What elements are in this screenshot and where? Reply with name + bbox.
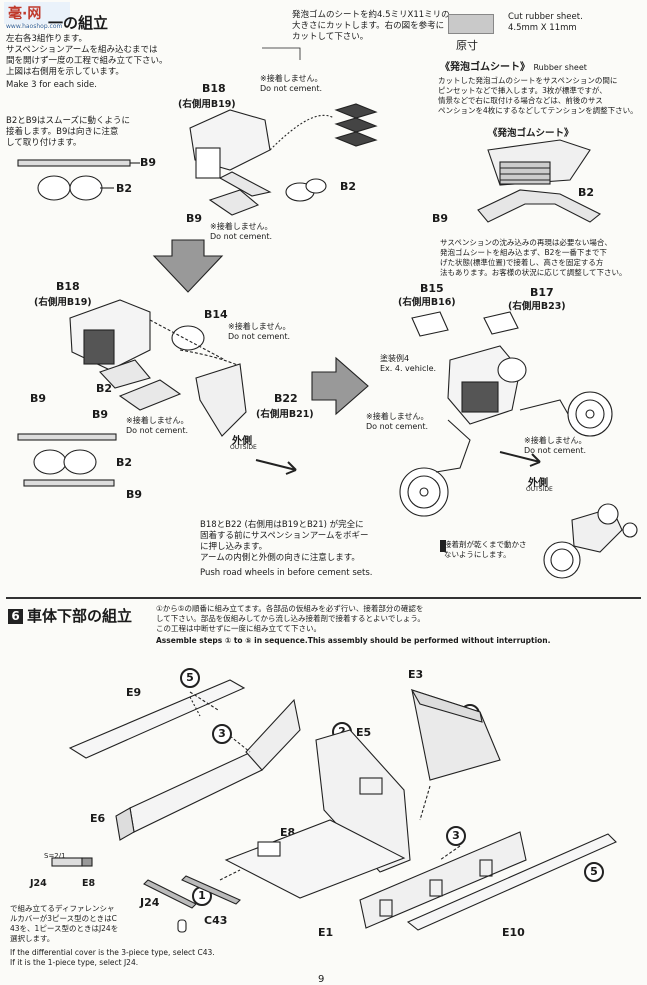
page-number: 9 (318, 974, 325, 985)
step-circle-3b: 3 (446, 826, 466, 846)
label-B18-mid: B18 (56, 280, 80, 293)
label-B16: (右側用B16) (398, 297, 456, 308)
section5-intro-en: Make 3 for each side. (6, 80, 97, 90)
label-B14: B14 (204, 308, 228, 321)
label-B21: (右側用B21) (256, 409, 314, 420)
outside-label-2: 外側 (528, 478, 548, 489)
outside-label-1-en: OUTSIDE (230, 444, 257, 451)
label-E8-small: E8 (82, 878, 96, 889)
section-divider (6, 597, 641, 599)
no-cement-note-2: ※接着しません。Do not cement. (210, 222, 273, 241)
label-B17: B17 (530, 286, 554, 299)
section6-steps-en: Assemble steps ① to ⑤ in sequence.This a… (156, 636, 551, 645)
scale-ratio: S=2/1 (44, 852, 66, 860)
no-cement-note-1: ※接着しません。Do not cement. (260, 74, 323, 93)
label-E9: E9 (126, 686, 142, 699)
label-B23: (右側用B23) (508, 301, 566, 312)
label-B2-a: B2 (116, 182, 133, 195)
watermark-url: www.haoshop.com (6, 23, 63, 30)
label-B2-c: B2 (578, 186, 595, 199)
label-J24-small: J24 (30, 878, 47, 889)
label-E5: E5 (356, 726, 372, 739)
label-B19-mid: (右側用B19) (34, 297, 92, 308)
label-B9-c: B9 (432, 212, 449, 225)
label-B9-e: B9 (92, 408, 109, 421)
label-B9-d: B9 (30, 392, 47, 405)
label-E6: E6 (90, 812, 106, 825)
label-B2-b: B2 (340, 180, 357, 193)
b2b9-note: B2とB9はスムーズに動くように 接着します。B9は向きに注意 して取り付けます… (6, 116, 131, 148)
outside-label-2-en: OUTSIDE (526, 486, 553, 493)
pushfit-note-en: Push road wheels in before cement sets. (200, 568, 373, 578)
watermark-logo-graphic (4, 2, 70, 24)
label-B9-a: B9 (140, 156, 157, 169)
foam-heading: 《発泡ゴムシート》 Rubber sheet (440, 62, 587, 73)
label-B9-b: B9 (186, 212, 203, 225)
foam-heading-2: 《発泡ゴムシート》 (488, 128, 574, 139)
step-circle-5a: 5 (180, 668, 200, 688)
outside-label-1: 外側 (232, 436, 252, 447)
no-cement-note-6: ※接着しません。Do not cement. (524, 436, 587, 455)
dry-note: 接着剤が乾くまで動かさ ないようにします。 (444, 540, 527, 559)
watermark-brand: 毫·网 (8, 6, 42, 22)
section5-intro: 左右各3組作ります。 サスペンションアームを組み込むまでは 間を開けず一度の工程… (6, 34, 168, 77)
label-B22: B22 (274, 392, 298, 405)
label-B2-e: B2 (116, 456, 133, 469)
label-E10: E10 (502, 926, 525, 939)
pushfit-note: B18とB22 (右側用はB19とB21) が完全に 固着する前にサスペンション… (200, 520, 369, 563)
label-B19-top: (右側用B19) (178, 99, 236, 110)
no-cement-note-5: ※接着しません。Do not cement. (366, 412, 429, 431)
label-B2-d: B2 (96, 382, 113, 395)
section6-number: 6 (8, 609, 23, 624)
no-cement-note-3: ※接着しません。Do not cement. (228, 322, 291, 341)
differential-note-jp: で組み立てるディファレンシャ ルカバーが3ピース型のときはC 43を、1ピース型… (10, 904, 119, 943)
no-cement-note-4: ※接着しません。Do not cement. (126, 416, 189, 435)
label-B9-f: B9 (126, 488, 143, 501)
section5-title: 一の組立 (48, 14, 109, 32)
section6-steps-jp: ①から⑤の順番に組み立てます。各部品の仮組みを必ず行い、接着部分の確認を して下… (156, 604, 425, 633)
rubber-cut-note: 発泡ゴムのシートを約4.5ミリX11ミリの 大きさにカットします。右の図を参考に… (292, 10, 450, 42)
label-C43: C43 (204, 914, 228, 927)
step-circle-5b: 5 (584, 862, 604, 882)
rubber-sheet-swatch (448, 14, 494, 34)
label-E1: E1 (318, 926, 334, 939)
label-B15: B15 (420, 282, 444, 295)
foam-insert-note: カットした発泡ゴムのシートをサスペンションの間に ピンセットなどで挿入します。3… (438, 76, 638, 115)
label-J24: J24 (140, 896, 160, 909)
suspension-sink-note: サスペンションの沈み込みの再現は必要ない場合、 発泡ゴムシートを組み込まず、B2… (440, 238, 627, 277)
step-circle-3a: 3 (212, 724, 232, 744)
cut-size-en: Cut rubber sheet. 4.5mm X 11mm (508, 12, 583, 33)
section5-diagram (17, 47, 638, 579)
differential-note-en: If the differential cover is the 3-piece… (10, 948, 215, 967)
label-E3: E3 (408, 668, 424, 681)
actual-size-label: 原寸 (456, 39, 478, 52)
watermark-logo: 毫·网 www.haoshop.com (4, 2, 70, 32)
label-B18-top: B18 (202, 82, 226, 95)
